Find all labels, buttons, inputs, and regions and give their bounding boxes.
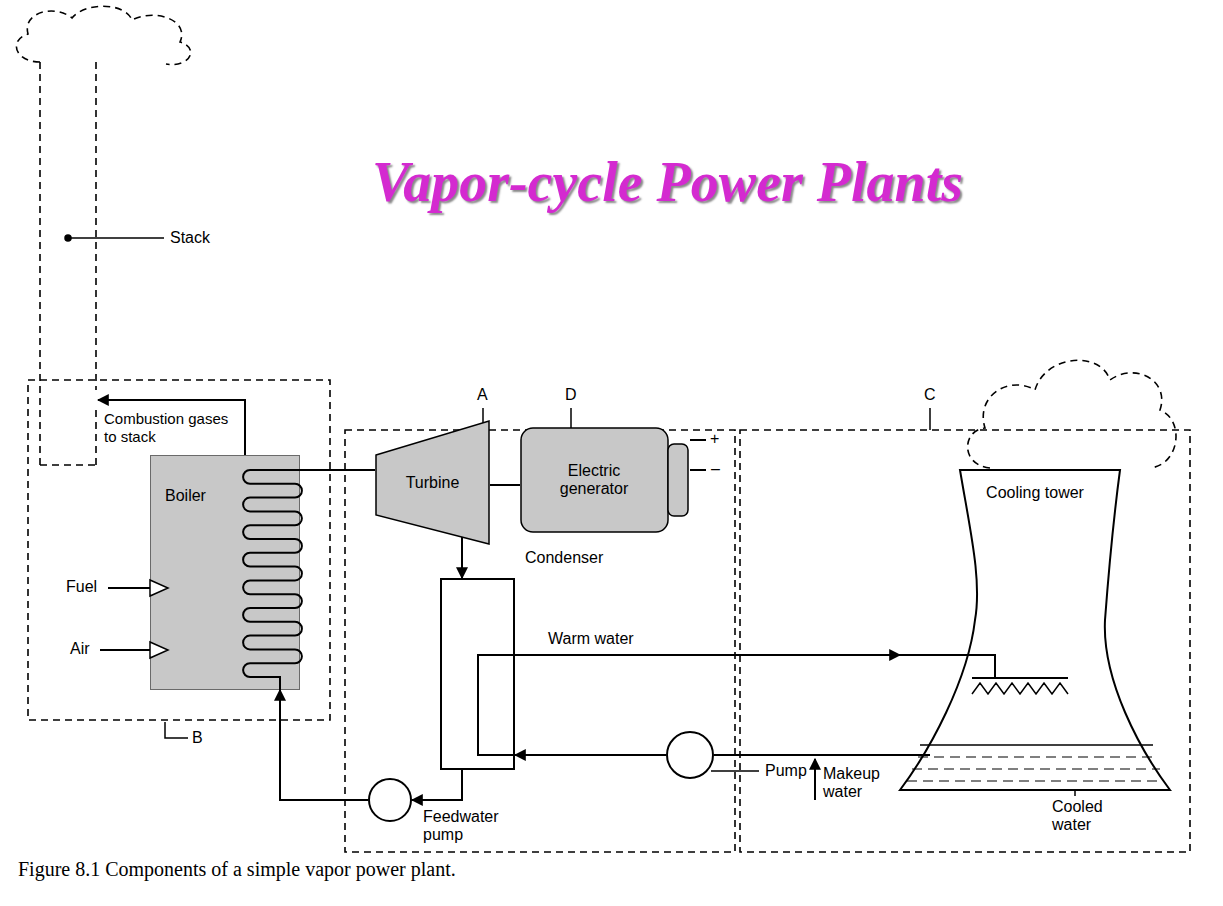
- cooling-boundary: [740, 430, 1190, 852]
- pump-casing: [667, 732, 713, 778]
- boiler-casing: [151, 456, 300, 690]
- pipe-connector: [412, 770, 462, 800]
- part-label: Stack: [170, 229, 210, 247]
- flow-label: Makeup water: [823, 765, 895, 801]
- flow-label: Combustion gases to stack: [104, 410, 244, 446]
- pipe-connector: [714, 754, 900, 756]
- pipe-connector: [515, 754, 666, 756]
- turbine-box: Turbine: [375, 420, 490, 545]
- inlet-label: Air: [70, 640, 90, 658]
- pipe-connector: [461, 545, 463, 578]
- pump-leader: [711, 770, 759, 772]
- terminal-sign: +: [710, 430, 719, 448]
- stack-wall: [40, 62, 96, 465]
- condenser-box-outline: [440, 578, 515, 770]
- basin-water: [907, 757, 1164, 781]
- cooling-tower: Cooling tower: [900, 470, 1170, 790]
- boundary-letter: B: [192, 729, 203, 747]
- generator-box: Electric generator: [520, 420, 690, 540]
- pipe-connector: [280, 690, 368, 800]
- stack-leader-dot: [65, 235, 71, 241]
- makeup-water-arrow: [814, 759, 816, 800]
- b-leader: [165, 722, 188, 738]
- basin-outlet-pipe: [900, 754, 930, 756]
- air-line: [100, 649, 150, 651]
- feedwater-pump-circle-outline: [368, 778, 412, 822]
- condenser-box: Condenser: [440, 578, 515, 770]
- pipe-connector: [490, 484, 520, 486]
- turbine-casing: [376, 421, 489, 544]
- air-inlet-arrow: [150, 642, 168, 658]
- d-leader: [570, 408, 572, 430]
- stack-leader: [71, 237, 164, 239]
- node-label: Boiler: [165, 487, 206, 505]
- node-label: Cooling tower: [986, 484, 1084, 502]
- terminal-sign: –: [711, 460, 720, 478]
- stack-smoke-cloud: [16, 6, 190, 64]
- boiler-tube-coil: [243, 470, 302, 690]
- flow-label: Warm water: [548, 630, 634, 648]
- c-leader: [929, 408, 931, 430]
- generator-terminals: [690, 440, 706, 470]
- boundary-letter: A: [477, 386, 488, 404]
- boundary-letter: D: [565, 386, 577, 404]
- condenser-cooling-tube: [478, 655, 515, 755]
- pump-circle-outline: [666, 731, 714, 779]
- boiler-boundary: [28, 380, 330, 720]
- tower-vapor-cloud: [968, 360, 1176, 468]
- page-title: Vapor-cycle Power Plants: [372, 150, 963, 214]
- fuel-inlet-arrow: [150, 580, 168, 596]
- pipe-connector: [515, 654, 900, 656]
- boundary-letter: C: [924, 386, 936, 404]
- flue-gas-duct: [98, 400, 245, 455]
- pump-circle: Pump: [666, 731, 714, 779]
- fuel-line: [108, 587, 150, 589]
- condenser-shell: [441, 579, 514, 769]
- turbine-exhaust-stub: [461, 537, 463, 545]
- node-label: Electric generator: [534, 462, 654, 498]
- flow-label: Cooled water: [1052, 798, 1114, 834]
- tower-shell: [900, 470, 1170, 790]
- boiler-box: Boiler: [150, 455, 300, 690]
- node-label: Feedwater pump: [423, 808, 515, 844]
- generator-end-cap: [668, 444, 688, 516]
- basin-water-surface: [920, 744, 1153, 746]
- pump-casing: [369, 779, 411, 821]
- inlet-label: Fuel: [66, 578, 97, 596]
- water-spray: [972, 683, 1068, 694]
- figure-caption: Figure 8.1 Components of a simple vapor …: [18, 857, 456, 881]
- cooling-tower-outline: [900, 470, 1170, 790]
- node-label: Turbine: [406, 474, 460, 492]
- pipe-connector: [300, 469, 375, 471]
- node-label: Condenser: [525, 549, 603, 567]
- node-label: Pump: [765, 762, 807, 780]
- generator-body: [521, 428, 668, 532]
- feedwater-pump-circle: Feedwater pump: [368, 778, 412, 822]
- spray-header: [900, 655, 1068, 678]
